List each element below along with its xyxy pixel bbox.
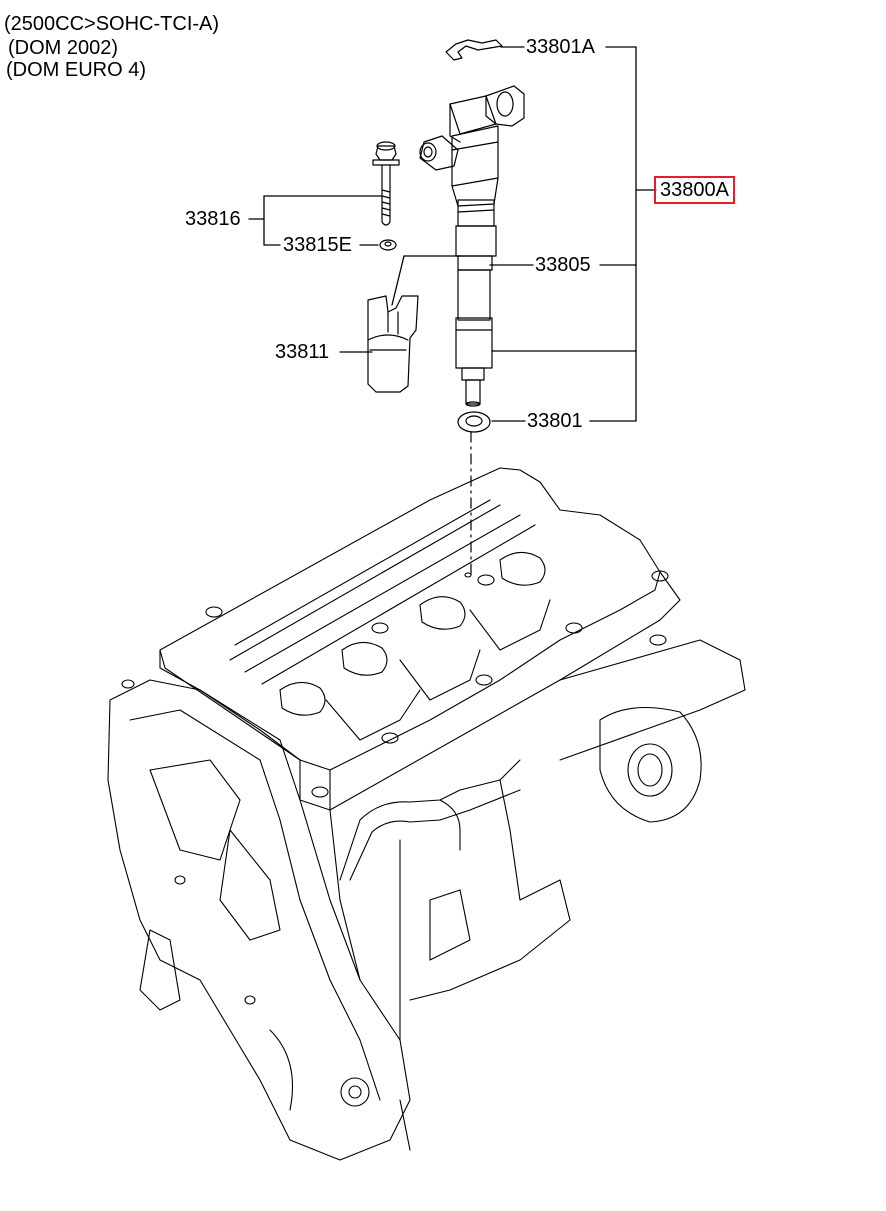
clamp-icon (367, 295, 419, 393)
leader-lines (248, 46, 657, 422)
engine-head-illustration (107, 467, 746, 1161)
part-label-33811[interactable]: 33811 (275, 341, 330, 363)
part-label-33815E[interactable]: 33815E (283, 234, 352, 256)
bolt-icon (372, 141, 400, 226)
washer-icon (379, 239, 397, 251)
header-model: (2500CC>SOHC-TCI-A) (4, 13, 220, 35)
part-label-33800A-highlighted[interactable]: 33800A (654, 176, 735, 204)
header-euro: (DOM EURO 4) (6, 59, 146, 81)
part-label-33801[interactable]: 33801 (527, 410, 583, 432)
header-dom-year: (DOM 2002) (8, 37, 119, 59)
clip-icon (445, 39, 503, 61)
part-label-33801A[interactable]: 33801A (526, 36, 595, 58)
injector-icon (419, 85, 525, 407)
part-label-33816[interactable]: 33816 (185, 208, 241, 230)
part-label-33805[interactable]: 33805 (535, 254, 591, 276)
seal-ring-icon (457, 411, 491, 433)
